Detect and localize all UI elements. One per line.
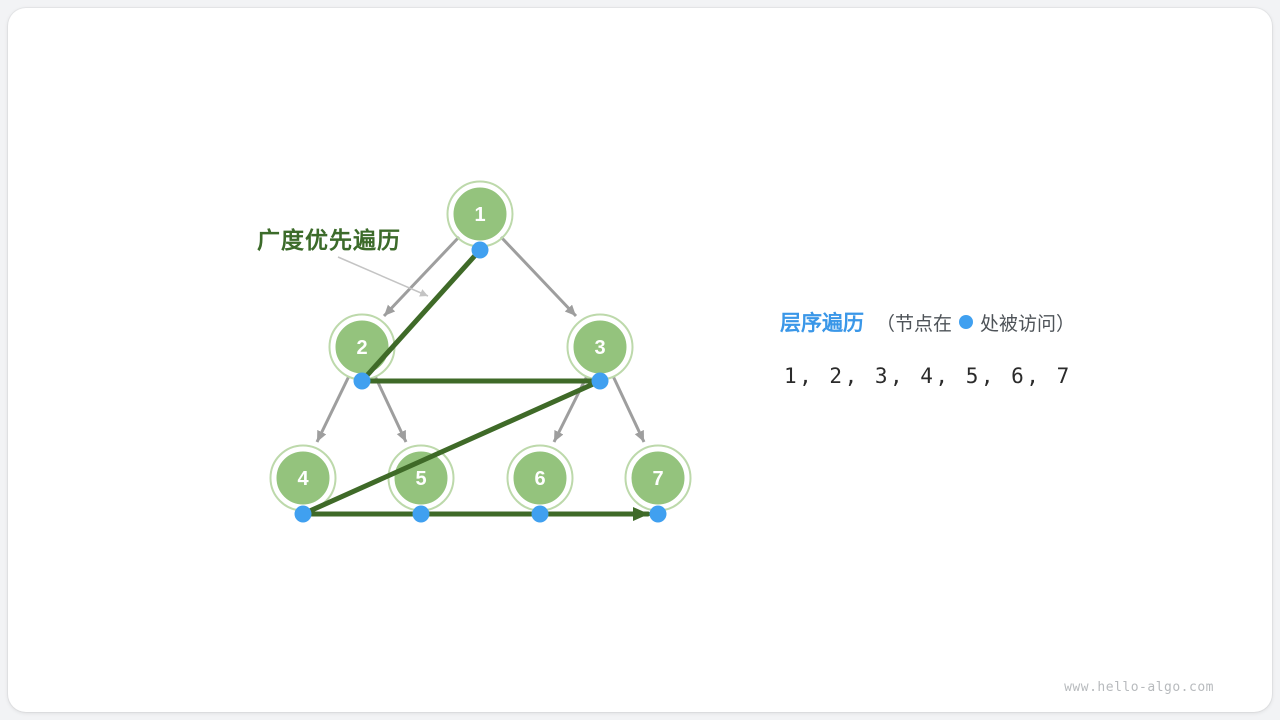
node-value: 4 [297,468,309,490]
node-value: 3 [594,337,605,359]
visit-dot-4 [294,505,312,523]
legend-note: （节点在 处被访问） [876,309,1075,336]
bfs-pointer-arrow [337,256,429,297]
tree-node-7: 7 [624,444,692,512]
legend-title: 层序遍历 [780,312,864,335]
node-value: 5 [415,468,426,490]
tree-node-1: 1 [446,180,514,248]
node-value: 1 [474,204,485,226]
edge-2-5 [373,375,408,443]
tree-edges [315,235,646,443]
node-value: 6 [534,468,545,490]
edge-1-3 [499,235,578,318]
visit-dot-1 [471,241,489,259]
legend-note-prefix: （节点在 [876,313,953,335]
edge-3-7 [611,375,646,443]
visit-dot-7 [649,505,667,523]
tree-node-5: 5 [387,444,455,512]
tree-node-3: 3 [566,313,634,381]
tree-node-4: 4 [269,444,337,512]
tree-node-6: 6 [506,444,574,512]
visit-dots [294,241,667,523]
watermark: www.hello-algo.com [1064,680,1214,695]
diagram-card [8,8,1272,712]
node-value: 2 [356,337,367,359]
visit-dot-5 [412,505,430,523]
tree-node-2: 2 [328,313,396,381]
legend-note-suffix: 处被访问） [980,313,1076,335]
visit-dot-3 [591,372,609,390]
traversal-sequence: 1, 2, 3, 4, 5, 6, 7 [784,364,1072,388]
legend: 层序遍历 （节点在 处被访问） [780,307,1075,337]
visit-dot-legend-icon [959,315,974,329]
edge-1-2 [382,235,461,318]
edge-2-4 [315,375,351,443]
node-value: 7 [652,468,663,490]
visit-dot-2 [353,372,371,390]
bfs-label: 广度优先遍历 [257,227,401,253]
visit-dot-6 [531,505,549,523]
edge-3-6 [552,375,589,443]
